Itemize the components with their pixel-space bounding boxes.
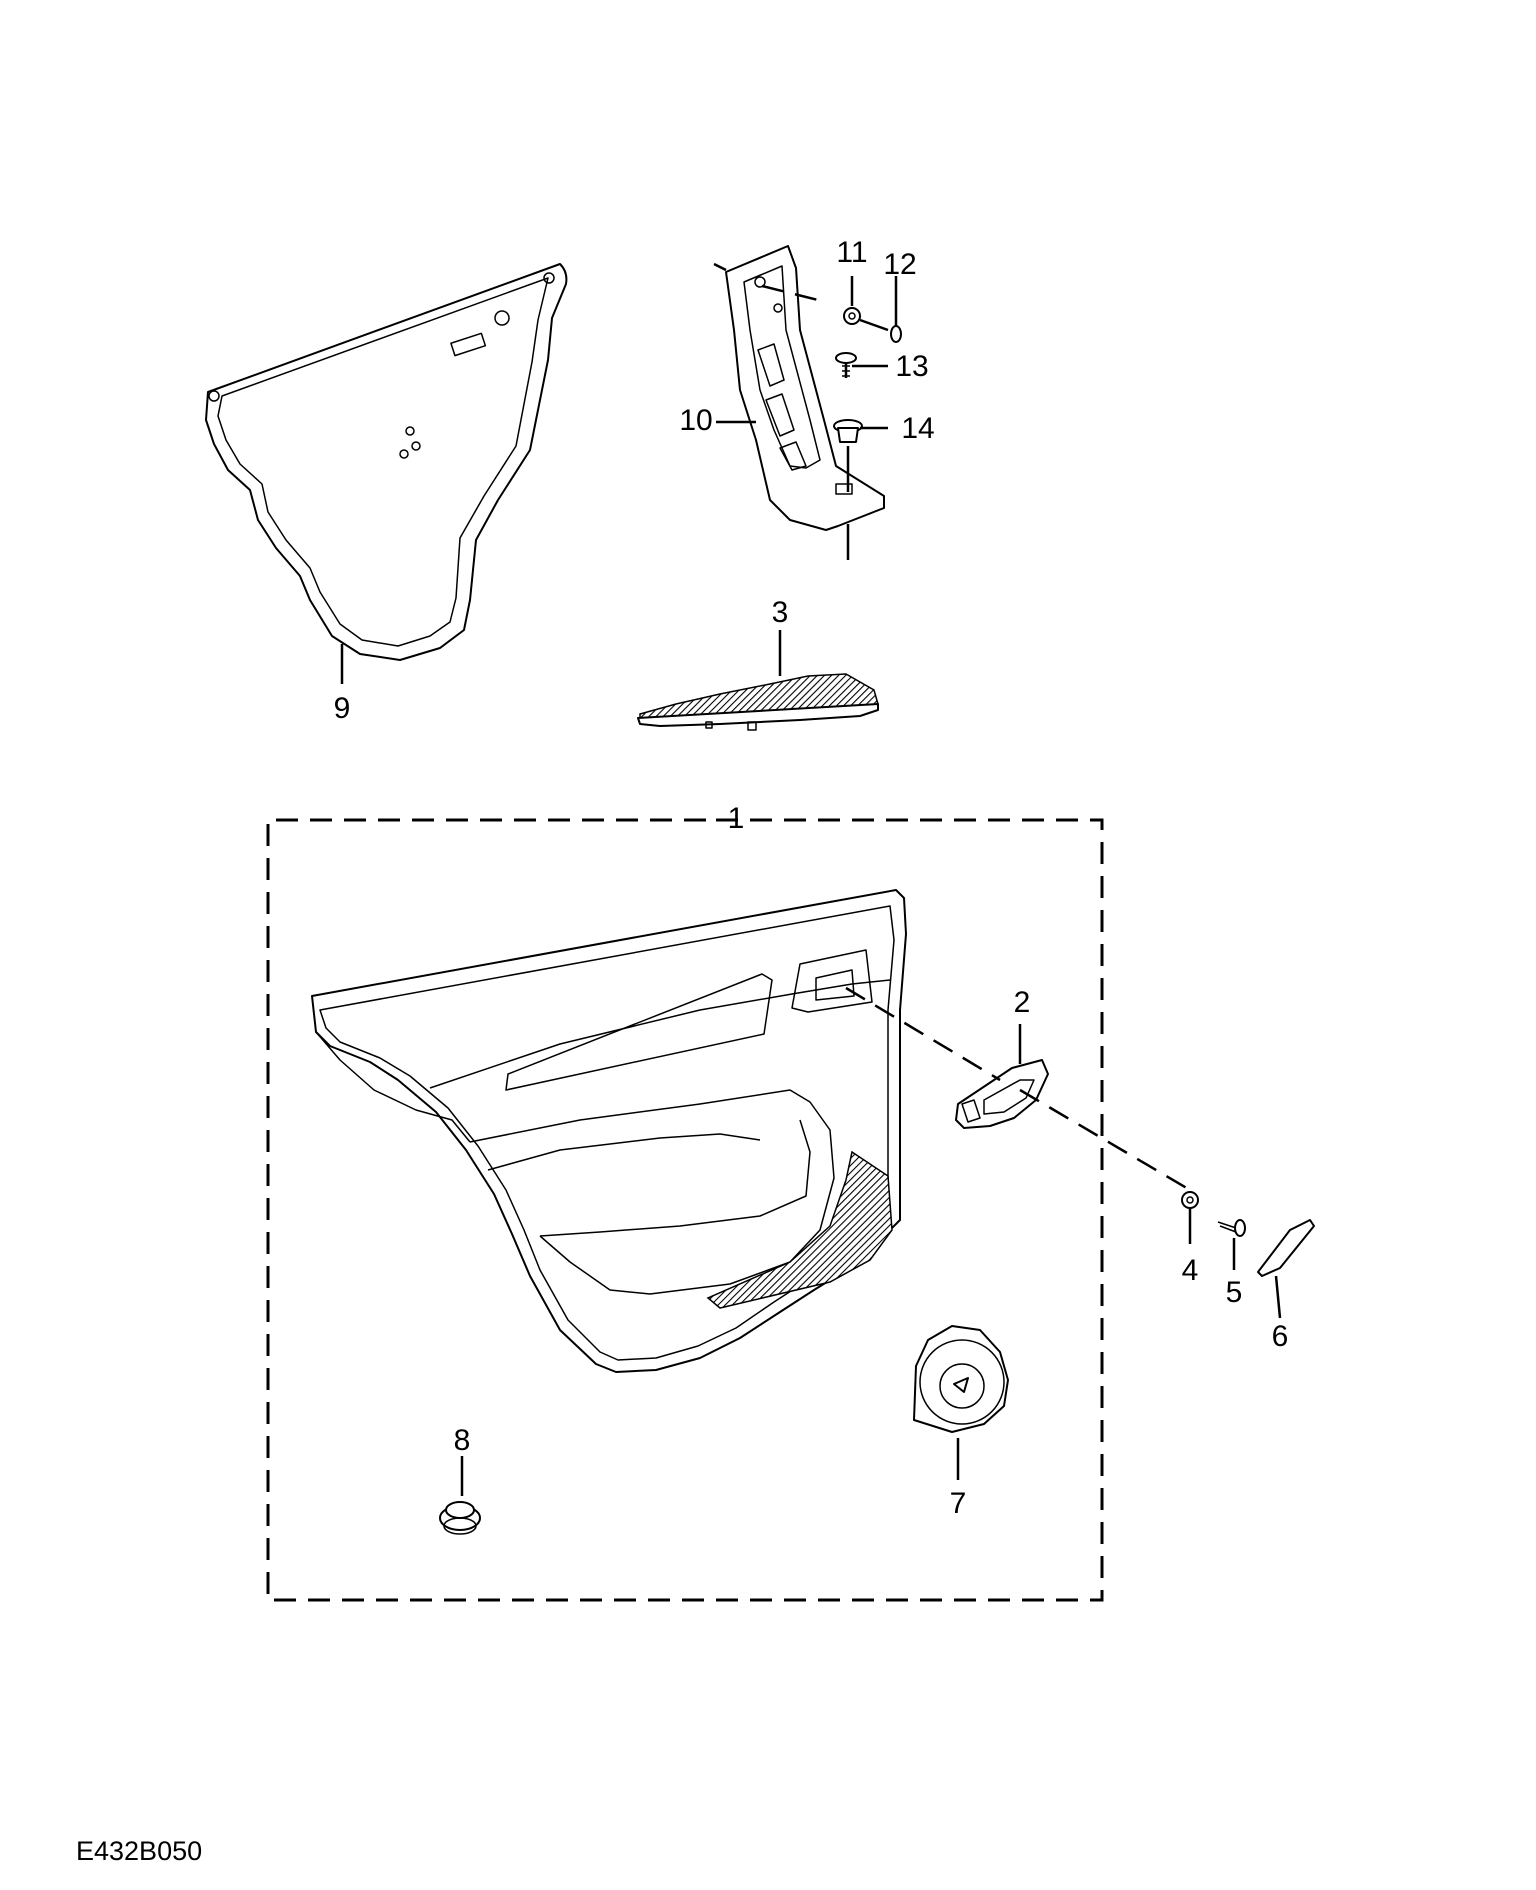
part-2-inner-handle [955, 1059, 1049, 1129]
part-13-screw [835, 352, 857, 378]
callout-10: 10 [679, 404, 712, 437]
callout-3: 3 [772, 596, 789, 629]
part-10-bracket [713, 245, 885, 560]
callout-2: 2 [1014, 986, 1031, 1019]
callout-4: 4 [1182, 1254, 1199, 1287]
callout-8: 8 [454, 1424, 471, 1457]
part-12-screw [859, 318, 902, 343]
callout-12: 12 [883, 248, 916, 281]
assembly-box-part-1 [266, 818, 1104, 1602]
callout-11: 11 [836, 236, 867, 269]
explode-line-cover [1019, 1088, 1191, 1192]
callout-1: 1 [728, 802, 745, 835]
part-14-clip [833, 419, 863, 492]
part-3-grille [637, 673, 879, 731]
callout-9: 9 [334, 692, 351, 725]
part-9-water-deflector [205, 263, 568, 661]
explode-line-handle [845, 986, 1001, 1082]
part-6-cover-cap [1257, 1219, 1315, 1277]
part-4-nut [1181, 1191, 1199, 1209]
callout-6: 6 [1272, 1320, 1289, 1353]
callout-7: 7 [950, 1487, 967, 1520]
callout-leaders [340, 276, 1282, 1496]
drawing-code: E432B050 [76, 1836, 203, 1866]
part-11-nut [843, 307, 861, 325]
part-8-clip [439, 1501, 481, 1535]
callout-14: 14 [901, 412, 934, 445]
callout-13: 13 [895, 350, 928, 383]
callout-5: 5 [1226, 1276, 1243, 1309]
part-7-speaker [913, 1325, 1009, 1433]
callout-labels: 1 2 3 4 5 6 7 8 9 10 11 12 13 14 [334, 236, 1289, 1520]
part-1-door-trim-panel [311, 889, 907, 1373]
part-5-screw [1217, 1219, 1246, 1237]
